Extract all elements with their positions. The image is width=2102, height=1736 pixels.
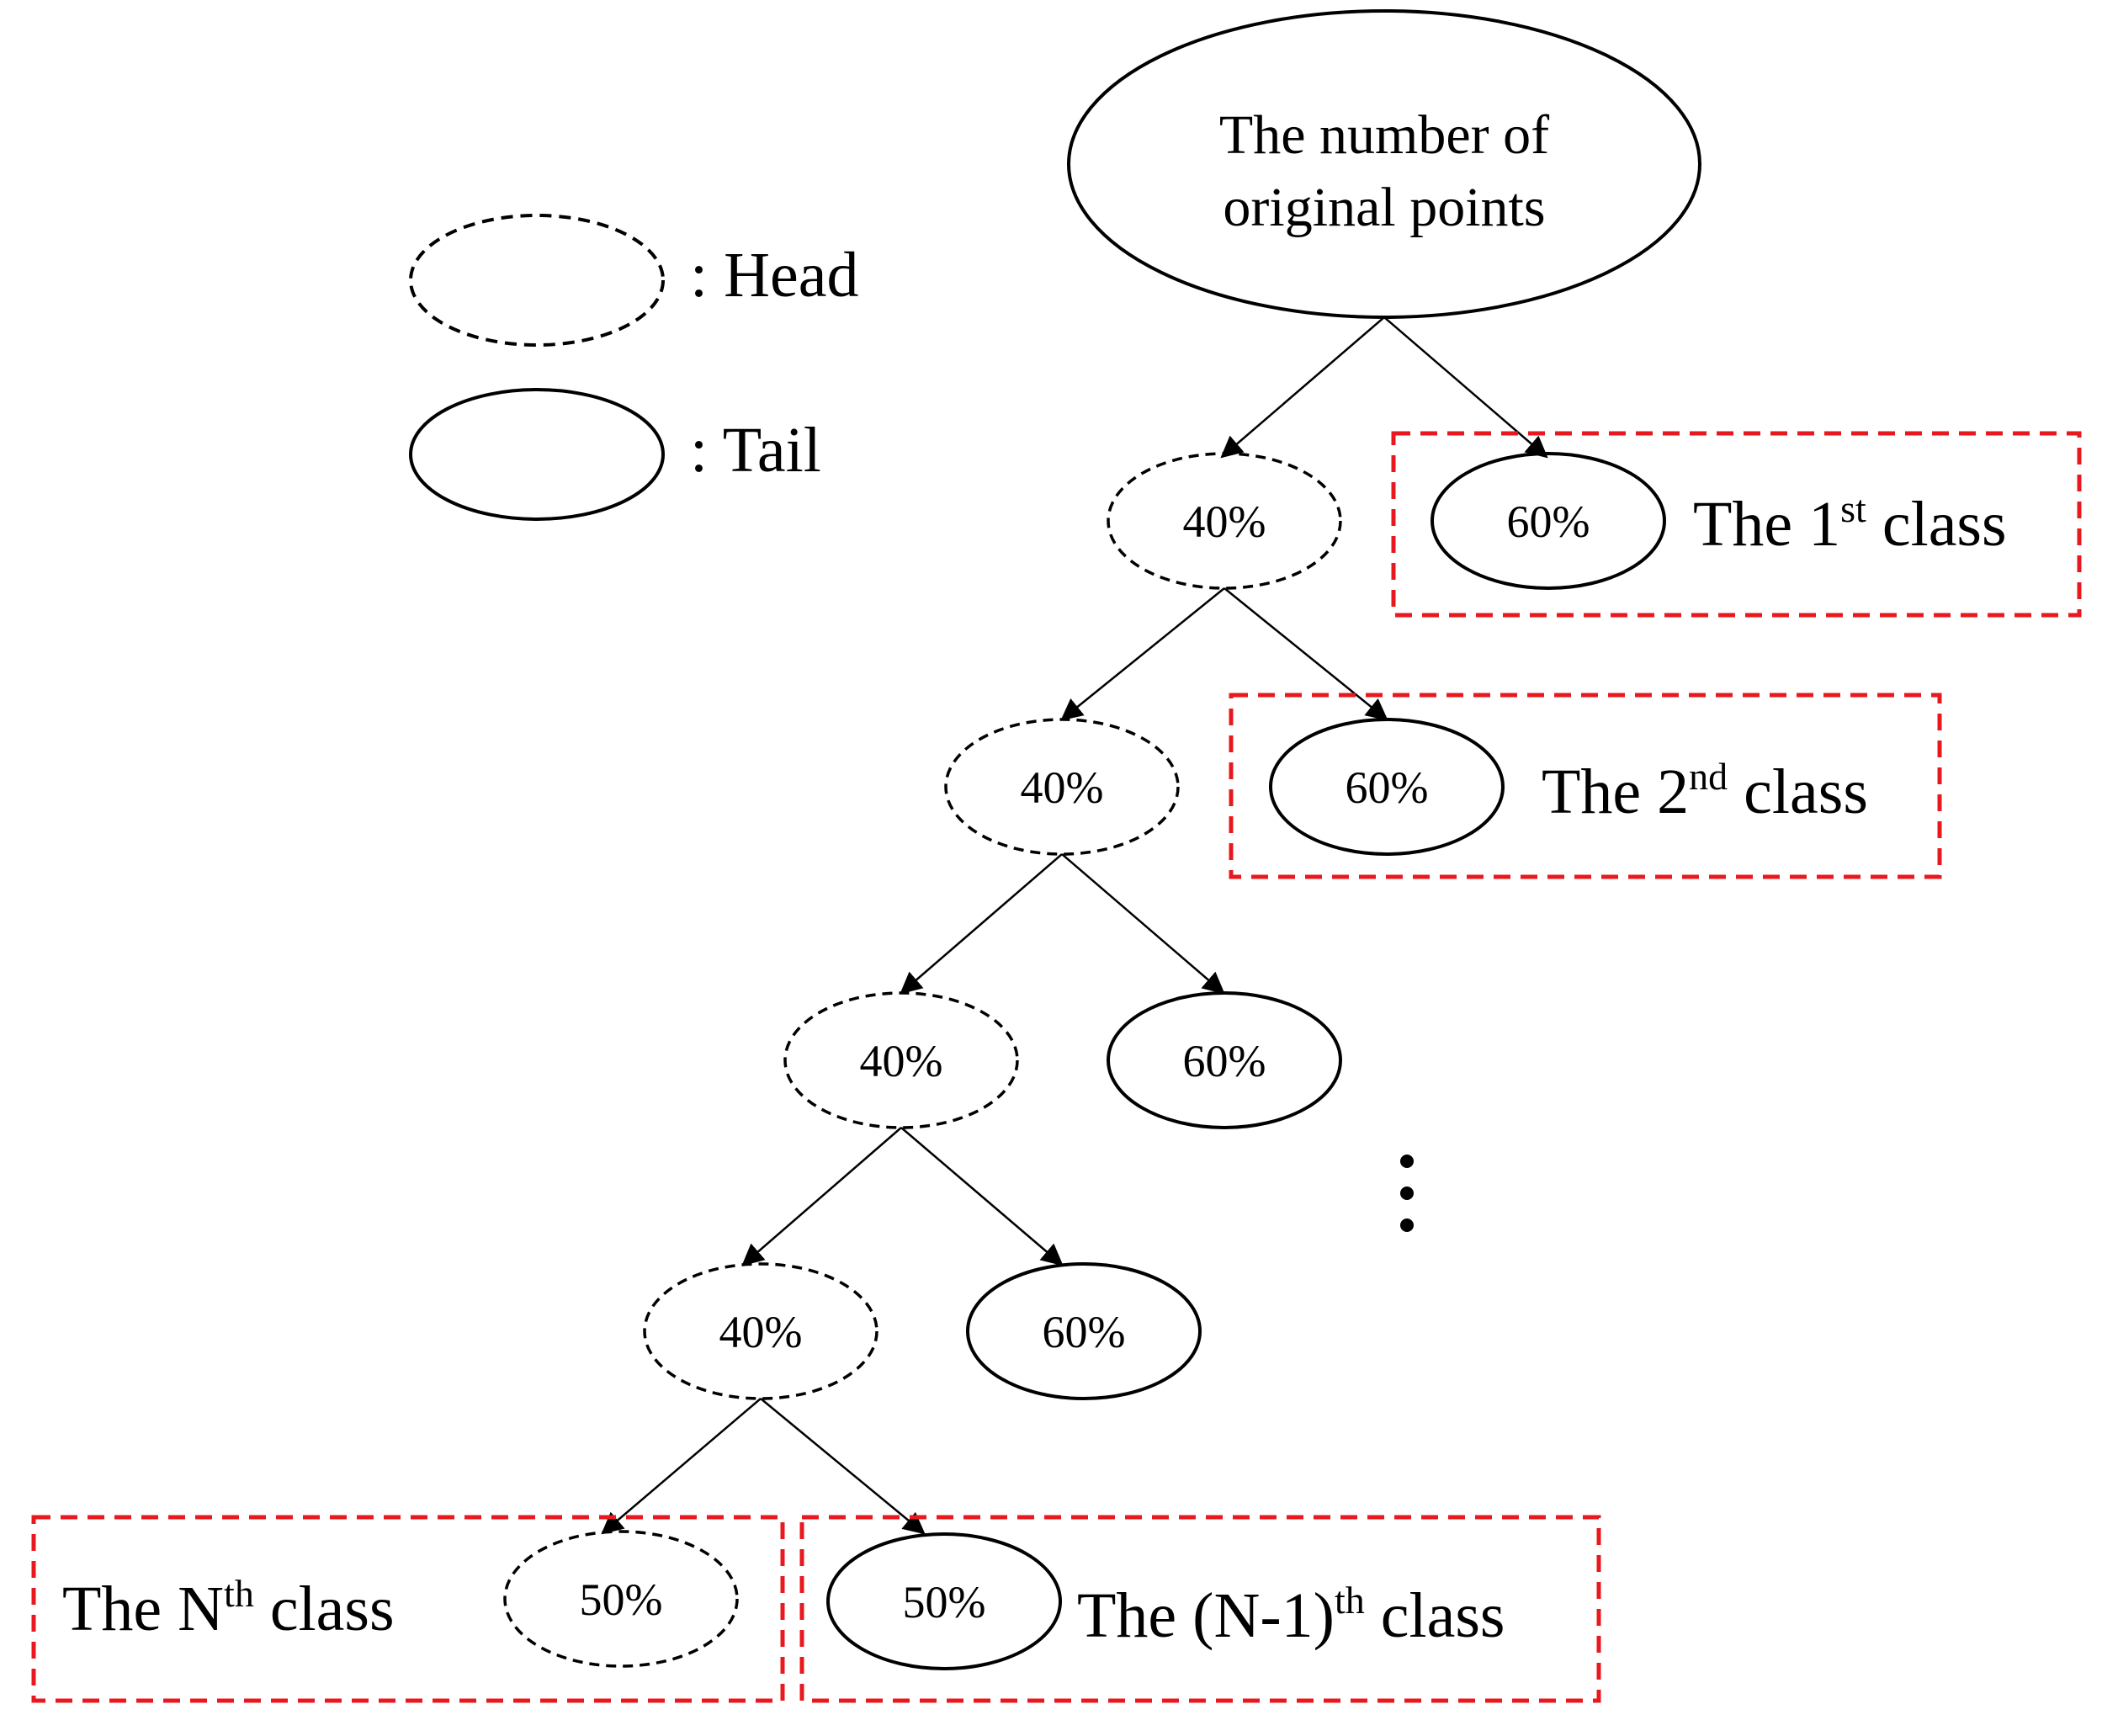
tail-ellipse-4 — [966, 1262, 1202, 1400]
head-ellipse-4 — [643, 1262, 878, 1400]
legend: : Head : Tail — [409, 214, 858, 521]
edge-root-tail1 — [1383, 316, 1548, 459]
head-node-4: 40% — [643, 1262, 878, 1400]
tail-label-4: 60% — [1043, 1307, 1126, 1357]
edge-head1-head2 — [1060, 587, 1225, 721]
tail-node-2: 60% — [1269, 718, 1505, 856]
edge-head4-tail5 — [760, 1398, 926, 1535]
root-label-line1: The number of — [1219, 104, 1549, 166]
tail-label-3: 60% — [1183, 1036, 1266, 1086]
ellipsis-dots — [1400, 1155, 1414, 1232]
class-box-n: The Nth class — [31, 1515, 785, 1703]
head-label-1: 40% — [1183, 496, 1266, 547]
head-ellipse-2 — [944, 718, 1180, 856]
head-node-1: 40% — [1107, 452, 1342, 590]
tail-node-1: 60% — [1431, 452, 1666, 590]
head-label-4: 40% — [719, 1307, 803, 1357]
ellipsis-dot-2 — [1400, 1187, 1414, 1200]
tail-label-1: 60% — [1507, 496, 1590, 547]
class-box-2-frame — [1229, 693, 1942, 879]
tail-ellipse-5 — [826, 1532, 1062, 1670]
class-box-n-minus-1-label: The (N-1)th class — [1077, 1579, 1505, 1651]
class-box-1: The 1st class — [1391, 431, 2082, 618]
edges — [601, 316, 1548, 1535]
edge-head4-head5 — [601, 1398, 762, 1535]
head-node-2: 40% — [944, 718, 1180, 856]
legend-tail-ellipse — [409, 388, 665, 521]
root-node: The number of original points — [1067, 9, 1701, 319]
head-label-5: 50% — [580, 1574, 663, 1625]
tail-ellipse-3 — [1107, 991, 1342, 1129]
class-box-n-minus-1: The (N-1)th class — [799, 1515, 1601, 1703]
head-node-5: 50% — [503, 1530, 739, 1668]
head-ellipse-1 — [1107, 452, 1342, 590]
class-box-1-label: The 1st class — [1693, 487, 2007, 560]
class-box-1-frame — [1391, 431, 2082, 618]
tail-ellipse-1 — [1431, 452, 1666, 590]
class-box-2: The 2nd class — [1229, 693, 1942, 879]
head-node-3: 40% — [783, 991, 1019, 1129]
edge-head3-head4 — [741, 1127, 902, 1266]
tail-node-3: 60% — [1107, 991, 1342, 1129]
edge-head2-tail3 — [1061, 853, 1225, 995]
tail-ellipse-2 — [1269, 718, 1505, 856]
class-box-2-label: The 2nd class — [1542, 755, 1868, 827]
tail-node-4: 60% — [966, 1262, 1202, 1400]
class-box-n-label: The Nth class — [62, 1572, 395, 1644]
legend-tail-label: : Tail — [690, 415, 821, 486]
ellipsis-dot-3 — [1400, 1218, 1414, 1232]
edge-head2-head3 — [900, 853, 1063, 995]
tail-label-5: 50% — [903, 1577, 986, 1627]
head-ellipse-5 — [503, 1530, 739, 1668]
head-ellipse-3 — [783, 991, 1019, 1129]
head-label-2: 40% — [1021, 762, 1104, 813]
tail-node-5: 50% — [826, 1532, 1062, 1670]
ellipsis-dot-1 — [1400, 1155, 1414, 1168]
class-box-n-frame — [31, 1515, 785, 1703]
legend-head-ellipse — [409, 214, 665, 347]
root-label-line2: original points — [1223, 177, 1545, 238]
class-box-n-minus-1-frame — [799, 1515, 1601, 1703]
edge-root-head1 — [1220, 316, 1385, 459]
edge-head3-tail4 — [900, 1127, 1064, 1266]
head-label-3: 40% — [860, 1036, 943, 1086]
legend-head-label: : Head — [690, 240, 858, 311]
tail-label-2: 60% — [1346, 762, 1429, 813]
edge-head1-tail2 — [1224, 587, 1388, 721]
